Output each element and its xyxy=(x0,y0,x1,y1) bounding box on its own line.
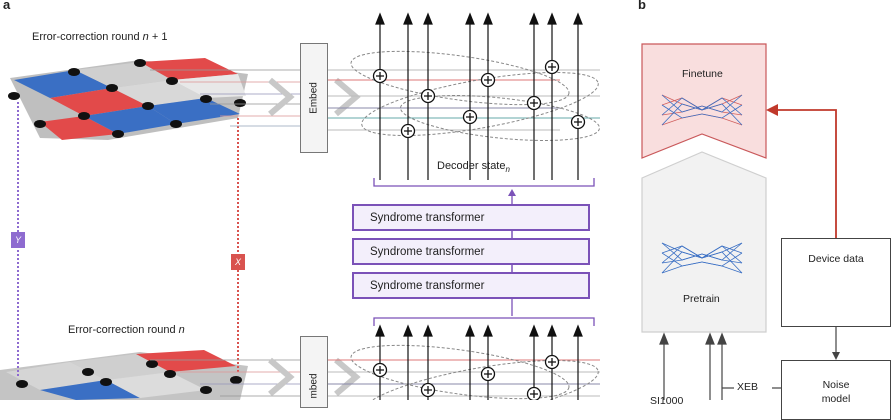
xor-icon xyxy=(420,88,436,104)
finetune-block xyxy=(641,43,767,159)
chevron-right-icon xyxy=(268,77,295,117)
xor-icons-bottom xyxy=(372,354,560,400)
panel-a-label: a xyxy=(3,0,11,12)
pretrain-label: Pretrain xyxy=(683,293,720,305)
round-n-label: Error-correction round n xyxy=(68,324,185,336)
syndrome-transformer-label: Syndrome transformer xyxy=(370,245,485,258)
round-bottom-var: n xyxy=(178,324,185,336)
decoder-state-sub: n xyxy=(505,165,510,175)
xor-icon xyxy=(526,386,542,400)
xor-icon xyxy=(480,72,496,88)
noise-model-label-2: model xyxy=(821,393,851,405)
embed-label-top: Embed xyxy=(308,82,320,114)
neural-net-icon xyxy=(661,94,743,126)
syndrome-transformer-3: Syndrome transformer xyxy=(352,272,590,299)
device-data-label: Device data xyxy=(808,253,864,265)
error-tag-x: X xyxy=(231,254,245,270)
xor-icon xyxy=(544,354,560,370)
chevron-right-icon xyxy=(334,357,361,397)
xor-icon xyxy=(372,68,388,84)
round-top-var: n xyxy=(142,31,149,43)
xor-icon xyxy=(544,59,560,75)
syndrome-transformer-1: Syndrome transformer xyxy=(352,204,590,231)
neural-net-icon xyxy=(661,242,743,274)
xor-icon xyxy=(400,123,416,139)
finetune-label: Finetune xyxy=(682,68,723,80)
panel-b-label: b xyxy=(638,0,646,12)
embed-label-bottom: mbed xyxy=(308,373,320,399)
device-data-box: Device data xyxy=(781,238,891,327)
noise-model-label-1: Noise xyxy=(822,379,850,391)
xor-icon xyxy=(420,382,436,398)
round-n-plus-1-label: Error-correction round n + 1 xyxy=(32,31,167,43)
panel-a-diagram xyxy=(0,12,600,400)
noise-model-box: Noise model xyxy=(781,360,891,420)
xeb-label: XEB xyxy=(737,381,759,393)
xor-icon xyxy=(480,366,496,382)
panel-b-diagram xyxy=(641,43,860,400)
round-top-suffix: + 1 xyxy=(148,31,168,43)
embed-box-top: Embed xyxy=(300,43,328,153)
syndrome-transformer-2: Syndrome transformer xyxy=(352,238,590,265)
decoder-state-label: Decoder staten xyxy=(437,160,510,174)
xor-icon xyxy=(462,109,478,125)
chevron-right-icon xyxy=(268,357,295,397)
syndrome-transformer-label: Syndrome transformer xyxy=(370,279,485,292)
xor-icon xyxy=(526,95,542,111)
si1000-label: SI1000 xyxy=(650,395,684,407)
error-tag-y: Y xyxy=(11,232,25,248)
round-top-text: Error-correction round xyxy=(32,31,143,43)
chevron-right-icon xyxy=(334,77,361,117)
xor-icon xyxy=(372,362,388,378)
pretrain-block xyxy=(641,151,767,333)
bottom-lattice xyxy=(0,350,248,400)
syndrome-transformer-label: Syndrome transformer xyxy=(370,211,485,224)
embed-box-bottom: mbed xyxy=(300,336,328,408)
finetune-arrow xyxy=(776,109,837,238)
round-bottom-text: Error-correction round xyxy=(68,324,179,336)
xor-icon xyxy=(570,114,586,130)
xor-icons-top xyxy=(372,59,586,139)
stabilizer-tile xyxy=(14,70,112,98)
decoder-state-text: Decoder state xyxy=(437,160,506,172)
top-lattice xyxy=(8,58,248,140)
